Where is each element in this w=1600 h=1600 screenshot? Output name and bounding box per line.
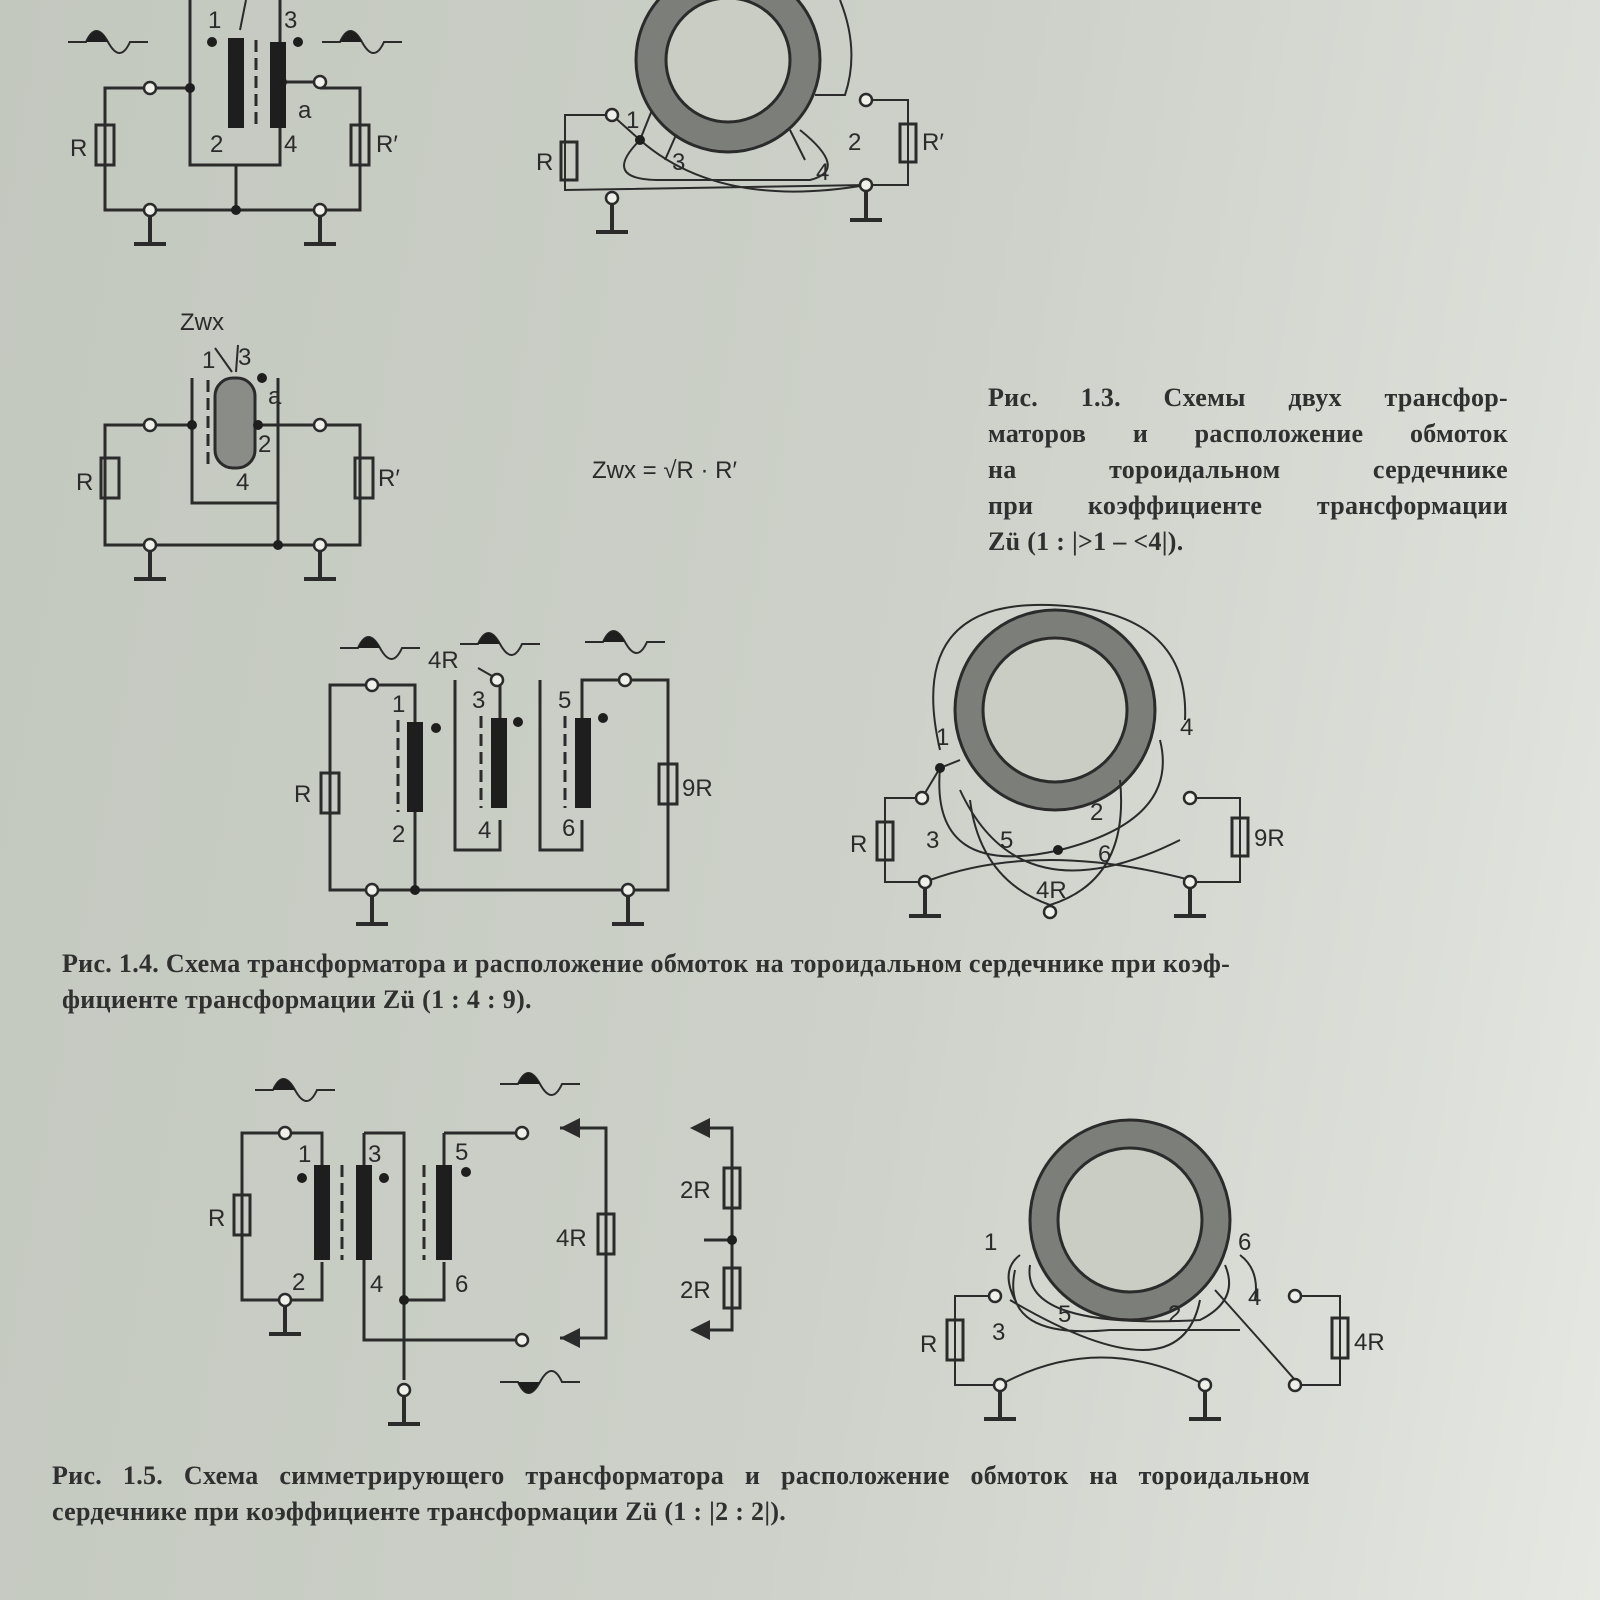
- output-waveform-icon: [321, 30, 403, 54]
- caption-line: сердечнике при коэффициенте трансформаци…: [52, 1497, 787, 1526]
- pin-label: 3: [992, 1319, 1005, 1346]
- coax-line-icon: [213, 376, 257, 470]
- caption-line: на тороидальном сердечнике: [988, 455, 1508, 484]
- resistor-label: 2R: [680, 1177, 711, 1204]
- fig13-transformer-schematic: 1 3 2 4 a R R′: [67, 0, 403, 246]
- resistor-r: [94, 123, 116, 167]
- caption-fig-1-4: Рис. 1.4. Схема трансформатора и располо…: [62, 946, 1230, 1018]
- resistor-label: 4R: [428, 647, 459, 674]
- pin-label: 3: [368, 1141, 381, 1168]
- pin-label: 1: [298, 1141, 311, 1168]
- caption-line: Рис. 1.5. Схема симметрирующего трансфор…: [52, 1461, 1311, 1490]
- resistor-label: R′: [378, 465, 400, 492]
- pin-label: 1: [936, 724, 949, 751]
- pin-label: 1: [208, 7, 221, 34]
- caption-fig-1-3: Рис. 1.3. Схемы двух трансфор- маторов и…: [988, 380, 1508, 560]
- resistor-label: R: [76, 469, 93, 496]
- pin-label: 3: [472, 687, 485, 714]
- pin-label: 4: [1180, 714, 1193, 741]
- pin-label: 5: [1000, 827, 1013, 854]
- pin-label: 3: [926, 827, 939, 854]
- pin-label: 3: [284, 7, 297, 34]
- pin-label: 3: [238, 344, 251, 371]
- pin-label: 2: [1168, 1301, 1181, 1328]
- pin-label: 4: [236, 469, 249, 496]
- caption-line: Рис. 1.4. Схема трансформатора и располо…: [62, 949, 1231, 978]
- zwx-label: Zwx: [180, 309, 224, 336]
- resistor-label: 9R: [682, 775, 713, 802]
- pin-label: 2: [258, 431, 271, 458]
- pin-label: 4: [1248, 1284, 1261, 1311]
- caption-fig-1-5: Рис. 1.5. Схема симметрирующего трансфор…: [52, 1458, 1310, 1530]
- pin-label: 6: [1098, 841, 1111, 868]
- pin-label: 4: [816, 159, 829, 186]
- resistor-label: 2R: [680, 1277, 711, 1304]
- pin-label: 6: [562, 815, 575, 842]
- resistor-label: 9R: [1254, 825, 1285, 852]
- resistor-label: R: [920, 1331, 937, 1358]
- pin-label: 4: [478, 817, 491, 844]
- resistor-label: R: [850, 831, 867, 858]
- tap-label: a: [298, 97, 312, 124]
- pin-label: 2: [292, 1269, 305, 1296]
- zwx-formula: Zwx = √R · R′: [592, 457, 738, 484]
- fig15-balun-schematic: 1 2 3 4 5 6 R 4R 2R 2R: [208, 1072, 742, 1426]
- resistor-label: 4R: [556, 1225, 587, 1252]
- caption-line: при коэффициенте трансформации: [988, 491, 1508, 520]
- input-waveform-icon: [67, 30, 149, 54]
- pin-label: 4: [284, 131, 297, 158]
- pin-label: 3: [672, 149, 685, 176]
- tap-label: a: [268, 383, 282, 410]
- fig13-line-transformer: Zwx 1 3 a 2 4 R R′ Zwx = √R · R′: [76, 309, 738, 581]
- fig15-toroid-winding: 1 6 4 5 2 3 R 4R: [920, 1118, 1385, 1421]
- resistor-label: R: [70, 135, 87, 162]
- pin-label: 6: [1238, 1229, 1251, 1256]
- resistor-label: R: [536, 149, 553, 176]
- resistor-label: R′: [922, 129, 944, 156]
- pin-label: 1: [202, 347, 215, 374]
- resistor-label: R′: [376, 131, 398, 158]
- pin-label: 2: [210, 131, 223, 158]
- pin-label: 5: [455, 1139, 468, 1166]
- resistor-label: 4R: [1036, 877, 1067, 904]
- pin-label: 2: [1090, 799, 1103, 826]
- caption-line: фициенте трансформации Zü (1 : 4 : 9).: [62, 985, 532, 1014]
- resistor-label: R: [208, 1205, 225, 1232]
- pin-label: 1: [626, 107, 639, 134]
- pin-label: 1: [984, 1229, 997, 1256]
- pin-label: 5: [1058, 1301, 1071, 1328]
- resistor-r-prime: [349, 123, 371, 167]
- fig14-toroid-winding: 1 4 2 3 5 6 R 9R 4R: [850, 603, 1285, 920]
- caption-line: Рис. 1.3. Схемы двух трансфор-: [988, 383, 1508, 412]
- pin-label: 1: [392, 691, 405, 718]
- pin-label: 4: [370, 1271, 383, 1298]
- caption-line: маторов и расположение обмоток: [988, 419, 1508, 448]
- pin-label: 5: [558, 687, 571, 714]
- resistor-label: R: [294, 781, 311, 808]
- pin-label: 2: [392, 821, 405, 848]
- pin-label: 2: [848, 129, 861, 156]
- caption-line: Zü (1 : |>1 – <4|).: [988, 527, 1184, 556]
- resistor-label: 4R: [1354, 1329, 1385, 1356]
- fig14-transformer-schematic: 4R R 9R 1 2 3 4 5 6: [294, 630, 713, 926]
- pin-label: 6: [455, 1271, 468, 1298]
- fig13-toroid-winding: 1 3 2 4 R R′: [536, 0, 944, 234]
